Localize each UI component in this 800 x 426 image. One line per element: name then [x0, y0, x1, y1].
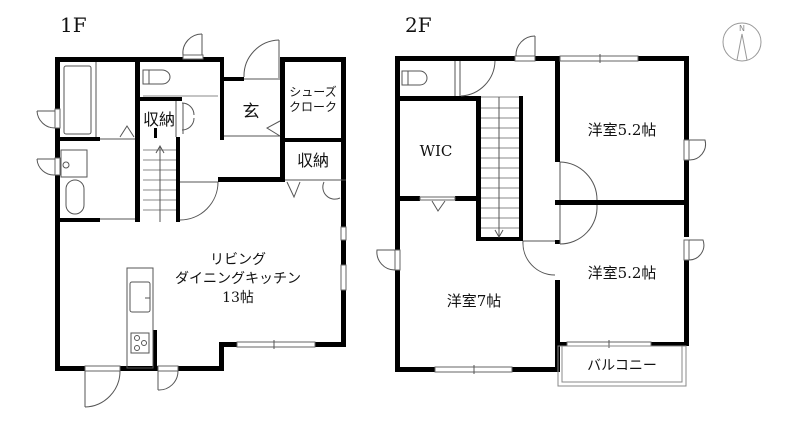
stairs-2f	[481, 96, 519, 239]
floor-2f: 2F	[376, 13, 706, 387]
room-storage-1f-2: 収納	[297, 151, 329, 170]
room-balcony: バルコニー	[587, 358, 657, 374]
room-storage-1f: 収納	[143, 110, 175, 129]
room-entrance: 玄	[243, 102, 260, 122]
room-ldk-area: 13帖	[222, 290, 254, 306]
compass-north-label: N	[739, 24, 745, 33]
room-shoe-cloak-line1: シューズ	[289, 84, 336, 99]
stairs-1f	[143, 144, 176, 222]
room-ldk-line2: ダイニングキッチン	[175, 271, 301, 287]
room-western-5-2-north: 洋室5.2帖	[588, 121, 657, 139]
room-ldk-line1: リビング	[210, 252, 266, 268]
room-wic: WIC	[420, 142, 453, 160]
floor-label-1f: 1F	[60, 13, 87, 37]
room-western-5-2-south: 洋室5.2帖	[588, 264, 657, 282]
floor-label-2f: 2F	[405, 13, 432, 37]
compass-icon: N	[722, 22, 762, 62]
room-shoe-cloak-line2: クローク	[289, 100, 337, 114]
room-western-7: 洋室7帖	[447, 292, 502, 310]
floor-1f: 1F	[36, 13, 347, 408]
